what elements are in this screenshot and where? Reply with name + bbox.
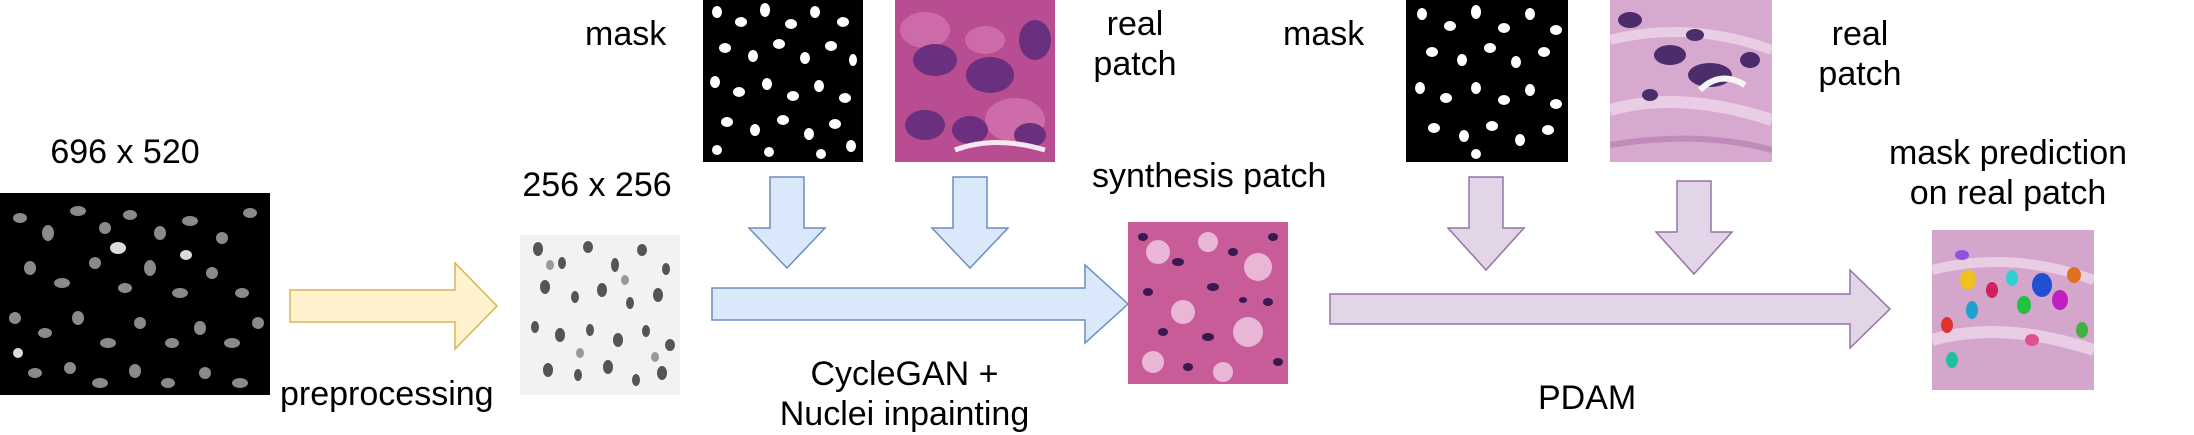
real-patch-label-1: real patch: [1093, 5, 1177, 83]
mask-label-2: mask: [1283, 15, 1365, 53]
mask-image-1: [703, 0, 863, 162]
real-patch-label-2: real patch: [1818, 15, 1902, 93]
mask-prediction-image: [1932, 230, 2094, 390]
mask-down-arrow-2: [1446, 176, 1526, 272]
real-patch-down-arrow-1: [930, 176, 1010, 270]
mask-image-2: [1406, 0, 1568, 162]
synthesis-patch-image: [1128, 222, 1288, 384]
input-fluorescence-image: [0, 193, 270, 395]
preprocessing-label: preprocessing: [280, 375, 494, 413]
cyclegan-arrow: [711, 263, 1130, 345]
pdam-arrow: [1329, 268, 1892, 350]
mask-prediction-label: mask prediction on real patch: [1888, 134, 2128, 212]
real-patch-image-2: [1610, 0, 1772, 162]
input-size-label: 696 x 520: [50, 133, 200, 171]
real-patch-down-arrow-2: [1654, 180, 1734, 276]
cyclegan-label: CycleGAN + Nuclei inpainting: [779, 355, 1030, 433]
preprocessed-patch: [520, 235, 680, 395]
mask-down-arrow-1: [747, 176, 827, 270]
resized-size-label: 256 x 256: [522, 166, 672, 204]
real-patch-image-1: [895, 0, 1055, 162]
synthesis-patch-label: synthesis patch: [1092, 157, 1327, 195]
pdam-label: PDAM: [1538, 379, 1637, 417]
preprocessing-arrow: [289, 261, 499, 351]
mask-label-1: mask: [585, 15, 667, 53]
